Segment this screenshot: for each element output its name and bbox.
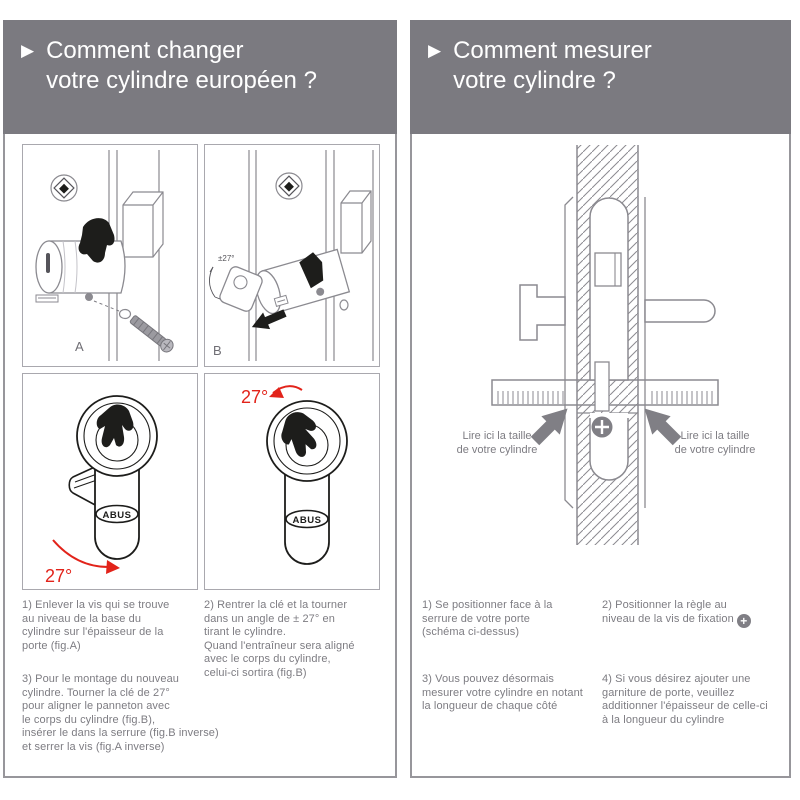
left-title-line1: Comment changer <box>46 37 244 64</box>
figure-a-box: A <box>22 144 198 367</box>
pointer-arrow-left <box>530 408 568 446</box>
measure-step-1: 1) Se positionner face à la serrure de v… <box>422 599 553 638</box>
deadbolt <box>122 191 164 258</box>
figure-c-illustration: ABUS 27° <box>45 395 158 586</box>
angle-label-red: 27° <box>45 566 72 586</box>
right-header: ▶ Comment mesurer votre cylindre ? <box>410 20 791 134</box>
change-step-3: 3) Pour le montage du nouveau cylindre. … <box>22 673 219 753</box>
measure-step-3: 3) Vous pouvez désormais mesurer votre c… <box>422 673 583 712</box>
figure-d-box: ABUS 27° <box>204 373 380 590</box>
key-turned-silhouette <box>78 218 115 263</box>
cylinder-pulled-out <box>209 248 351 315</box>
lock-faceplate <box>564 196 646 509</box>
plus-icon: + <box>736 613 751 628</box>
play-triangle-icon: ▶ <box>428 41 442 60</box>
handle-follower-square <box>594 252 622 287</box>
play-triangle-icon: ▶ <box>21 41 35 60</box>
right-title-line2: votre cylindre ? <box>453 67 616 94</box>
lock-profile-top <box>589 197 629 381</box>
fixing-screw-icon <box>591 416 613 438</box>
rotation-arrow-red <box>52 539 112 569</box>
svg-text:ABUS: ABUS <box>103 510 132 521</box>
screw-channel <box>594 361 610 412</box>
measuring-diagram <box>491 145 719 545</box>
handle-left <box>519 284 566 341</box>
cylinder-side-view <box>35 218 126 303</box>
panel-how-to-measure: ▶ Comment mesurer votre cylindre ? <box>410 20 791 778</box>
cam <box>68 464 98 508</box>
measure-label-left: Lire ici la taille de votre cylindre <box>456 430 538 456</box>
cam-silhouette <box>299 252 324 289</box>
pointer-arrow-right <box>644 408 682 446</box>
left-title: Comment changer votre cylindre européen … <box>46 36 317 96</box>
svg-text:ABUS: ABUS <box>293 515 322 526</box>
abus-badge: ABUS <box>285 509 329 529</box>
figure-b-label: B <box>213 343 222 358</box>
left-title-line2: votre cylindre européen ? <box>46 67 317 94</box>
figure-b-illustration: ±27° B <box>209 150 374 361</box>
figure-d-illustration: ABUS 27° <box>241 385 348 565</box>
door-screw-hole <box>339 299 349 311</box>
handle-right <box>644 299 716 323</box>
change-step-1: 1) Enlever la vis qui se trouve au nivea… <box>22 599 170 652</box>
change-step-2: 2) Rentrer la clé et la tourner dans un … <box>204 599 355 679</box>
panel-how-to-change: ▶ Comment changer votre cylindre europée… <box>3 20 397 778</box>
right-title: Comment mesurer votre cylindre ? <box>453 36 652 96</box>
measure-step-2: 2) Positionner la règle au niveau de la … <box>602 599 788 628</box>
lock-profile-bottom <box>589 418 629 481</box>
figure-a-illustration: A <box>35 150 174 361</box>
key-silhouette-turned <box>281 412 317 457</box>
right-title-line1: Comment mesurer <box>453 37 652 64</box>
abus-badge: ABUS <box>95 504 139 524</box>
figure-c-box: ABUS 27° <box>22 373 198 590</box>
figure-b-angle: ±27° <box>218 254 235 263</box>
fixing-screw <box>85 293 174 353</box>
left-header: ▶ Comment changer votre cylindre europée… <box>3 20 397 134</box>
measure-step-4: 4) Si vous désirez ajouter une garniture… <box>602 673 768 726</box>
figure-a-label: A <box>75 339 84 354</box>
figure-b-box: ±27° B <box>204 144 380 367</box>
escutcheon <box>275 172 303 200</box>
key-head <box>219 266 263 312</box>
angle-label-red: 27° <box>241 387 268 407</box>
measure-label-right: Lire ici la taille de votre cylindre <box>674 430 756 456</box>
escutcheon <box>50 174 78 202</box>
pull-direction-arrow <box>251 309 287 330</box>
deadbolt <box>340 190 372 254</box>
key-silhouette <box>96 404 134 448</box>
